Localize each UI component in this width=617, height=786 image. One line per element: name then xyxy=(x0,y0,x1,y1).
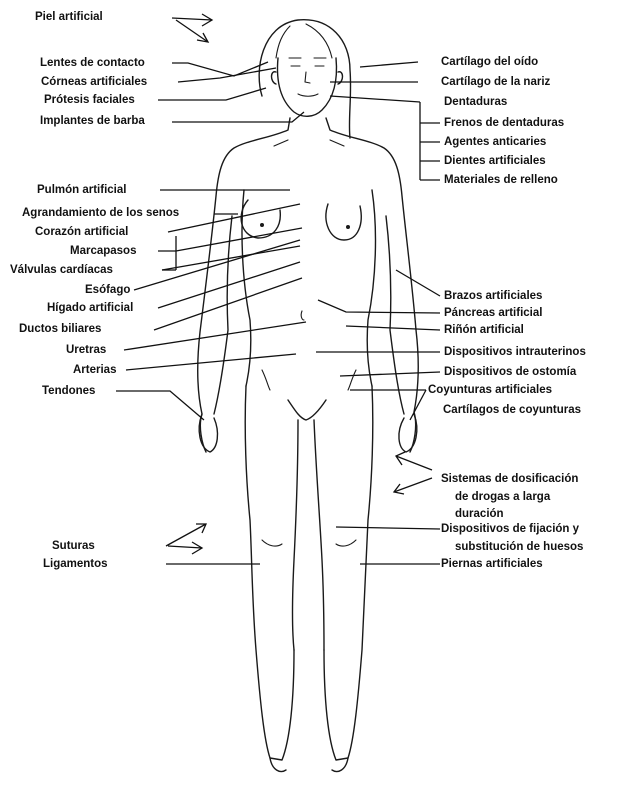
label-agrandamiento-senos: Agrandamiento de los senos xyxy=(22,207,179,220)
label-dispositivos-intrauterinos: Dispositivos intrauterinos xyxy=(444,346,586,359)
leader-lines-right xyxy=(316,62,440,564)
label-pancreas-artificial: Páncreas artificial xyxy=(444,307,542,320)
label-dosificacion-line3: duración xyxy=(455,508,504,521)
label-ligamentos: Ligamentos xyxy=(43,558,108,571)
label-corneas-artificiales: Córneas artificiales xyxy=(41,76,147,89)
label-marcapasos: Marcapasos xyxy=(70,245,136,258)
label-corazon-artificial: Corazón artificial xyxy=(35,226,128,239)
body-outline xyxy=(198,20,418,772)
leader-lines-left xyxy=(116,62,306,564)
label-dosificacion-line1: Sistemas de dosificación xyxy=(441,473,578,486)
label-frenos-dentaduras: Frenos de dentaduras xyxy=(444,117,564,130)
label-rinon-artificial: Riñón artificial xyxy=(444,324,524,337)
label-arterias: Arterias xyxy=(73,364,116,377)
label-piel-artificial: Piel artificial xyxy=(35,11,103,24)
label-cartilago-oido: Cartílago del oído xyxy=(441,56,538,69)
label-dispositivos-ostomia: Dispositivos de ostomía xyxy=(444,366,576,379)
label-esofago: Esófago xyxy=(85,284,130,297)
label-pulmon-artificial: Pulmón artificial xyxy=(37,184,126,197)
label-materiales-relleno: Materiales de relleno xyxy=(444,174,558,187)
label-valvulas-cardiacas: Válvulas cardíacas xyxy=(10,264,113,277)
label-cartilagos-coyunturas: Cartílagos de coyunturas xyxy=(443,404,581,417)
label-agentes-anticaries: Agentes anticaries xyxy=(444,136,546,149)
label-tendones: Tendones xyxy=(42,385,95,398)
label-higado-artificial: Hígado artificial xyxy=(47,302,133,315)
label-coyunturas-artificiales: Coyunturas artificiales xyxy=(428,384,552,397)
label-ductos-biliares: Ductos biliares xyxy=(19,323,101,336)
label-dentaduras: Dentaduras xyxy=(444,96,507,109)
label-lentes-de-contacto: Lentes de contacto xyxy=(40,57,145,70)
label-fijacion-line1: Dispositivos de fijación y xyxy=(441,523,579,536)
label-implantes-de-barba: Implantes de barba xyxy=(40,115,145,128)
label-fijacion-line2: substitución de huesos xyxy=(455,541,583,554)
label-cartilago-nariz: Cartílago de la nariz xyxy=(441,76,550,89)
label-uretras: Uretras xyxy=(66,344,106,357)
label-suturas: Suturas xyxy=(52,540,95,553)
label-dosificacion-line2: de drogas a larga xyxy=(455,491,550,504)
label-dientes-artificiales: Dientes artificiales xyxy=(444,155,546,168)
label-piernas-artificiales: Piernas artificiales xyxy=(441,558,543,571)
label-brazos-artificiales: Brazos artificiales xyxy=(444,290,542,303)
label-protesis-faciales: Prótesis faciales xyxy=(44,94,135,107)
